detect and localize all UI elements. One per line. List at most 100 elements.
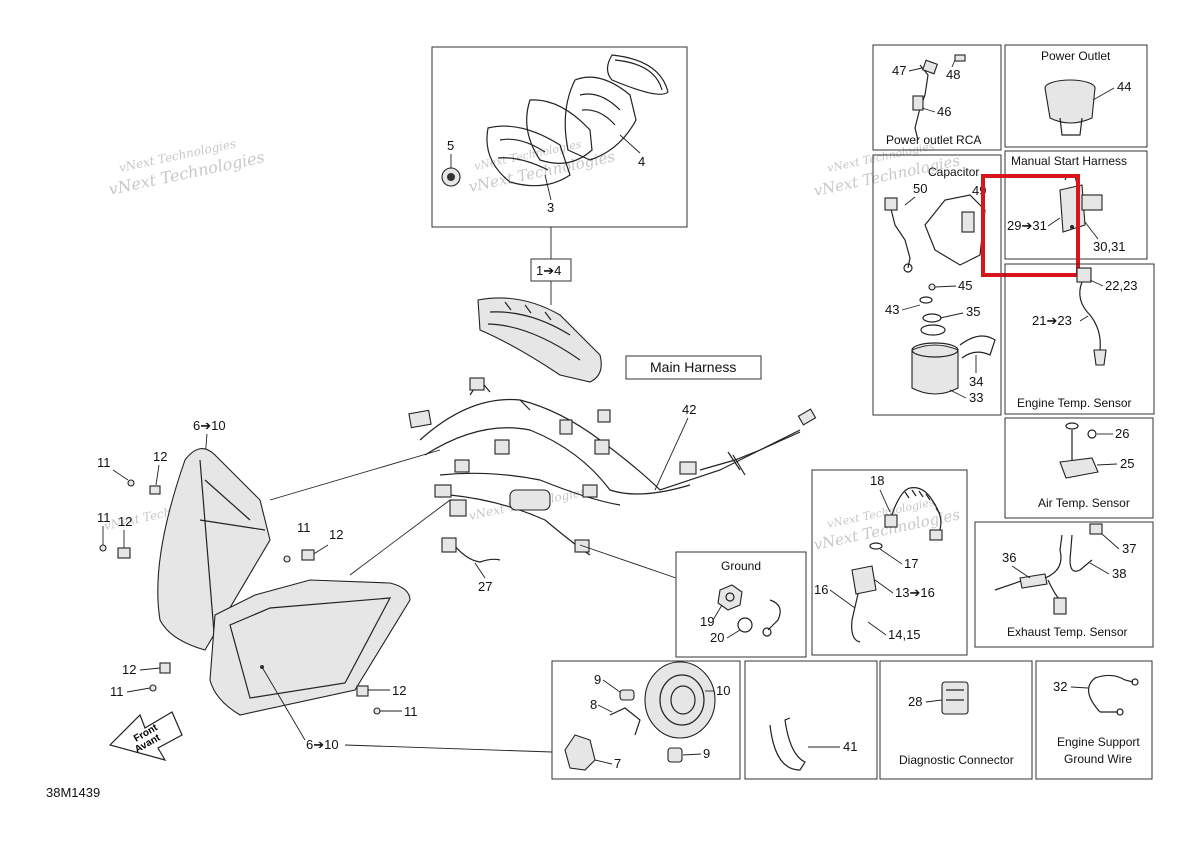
callout-16: 16 <box>814 582 828 597</box>
callout-7: 7 <box>614 756 621 771</box>
instrument-cluster-assembly <box>477 297 602 383</box>
engine-temp-sensor-title: Engine Temp. Sensor <box>1017 396 1132 410</box>
callout-3: 3 <box>547 200 554 215</box>
fairing-part <box>157 448 271 651</box>
callout-35: 35 <box>966 304 980 319</box>
callout-12: 12 <box>118 514 132 529</box>
callout-12: 12 <box>122 662 136 677</box>
callout-10: 10 <box>716 683 730 698</box>
exhaust-temp-sensor-box <box>974 521 1154 648</box>
callout-11: 11 <box>97 510 111 525</box>
manual-start-range: 29➔31 <box>1007 218 1047 233</box>
main-harness-title: Main Harness <box>650 359 736 375</box>
callout-37: 37 <box>1122 541 1136 556</box>
callout-42: 42 <box>682 402 696 417</box>
gauge-kit-box <box>431 46 688 228</box>
callout-12: 12 <box>329 527 343 542</box>
engine-support-ground-box <box>1035 660 1153 780</box>
manual-start-harness-group: Manual Start Harness 29➔31 30,31 <box>981 150 1148 277</box>
callout-46: 46 <box>937 104 951 119</box>
power-outlet-rca-title: Power outlet RCA <box>886 133 981 147</box>
gauge-body-part <box>486 125 571 187</box>
manual-start-harness-title: Manual Start Harness <box>1011 154 1127 168</box>
callout-43: 43 <box>885 302 899 317</box>
main-harness-group: Main Harness 42 27 <box>408 355 817 594</box>
callout-47: 47 <box>892 63 906 78</box>
engine-temp-range: 21➔23 <box>1032 313 1072 328</box>
gauge-kit-group: 5 3 4 1➔4 <box>431 46 688 305</box>
engine-temp-sensor-box <box>1004 263 1155 415</box>
tether-group: 18 17 16 13➔16 14,15 <box>811 469 968 656</box>
capacitor-title: Capacitor <box>928 165 979 179</box>
callout-44: 44 <box>1117 79 1131 94</box>
callout-14-15: 14,15 <box>888 627 921 642</box>
callout-4: 4 <box>638 154 645 169</box>
engine-support-ground-group: 32 Engine Support Ground Wire <box>1035 660 1153 780</box>
ground-group: Ground 19 20 <box>675 551 807 658</box>
gauge-kit-range: 1➔4 <box>536 263 561 278</box>
callout-12: 12 <box>153 449 167 464</box>
callout-36: 36 <box>1002 550 1016 565</box>
clamp-box <box>744 660 878 780</box>
callout-25: 25 <box>1120 456 1134 471</box>
gauge-seal-part <box>606 54 669 95</box>
engine-support-ground-title-2: Ground Wire <box>1064 752 1132 766</box>
callout-41: 41 <box>843 739 857 754</box>
highlight-box <box>981 174 1080 277</box>
capacitor-box <box>872 154 1002 416</box>
tether-range: 13➔16 <box>895 585 935 600</box>
headlight-part <box>209 579 411 716</box>
callout-38: 38 <box>1112 566 1126 581</box>
clamp-group: 41 <box>744 660 878 780</box>
diagnostic-connector-title: Diagnostic Connector <box>899 753 1014 767</box>
callout-30-31: 30,31 <box>1093 239 1126 254</box>
headlight-group: 6➔10 6➔10 11 12 11 12 11 12 12 <box>97 418 553 753</box>
headlight-range-top: 6➔10 <box>193 418 226 433</box>
bulb-kit-group: 9 8 10 7 9 <box>551 660 741 780</box>
callout-50: 50 <box>913 181 927 196</box>
callout-22-23: 22,23 <box>1105 278 1138 293</box>
exhaust-temp-sensor-title: Exhaust Temp. Sensor <box>1007 625 1128 639</box>
power-outlet-group: Power Outlet 44 <box>1004 44 1148 148</box>
air-temp-sensor-group: 26 25 Air Temp. Sensor <box>1004 417 1154 519</box>
callout-11: 11 <box>110 684 124 699</box>
ground-box <box>675 551 807 658</box>
callout-32: 32 <box>1053 679 1067 694</box>
diagnostic-connector-group: 28 Diagnostic Connector <box>879 660 1033 780</box>
callout-12: 12 <box>392 683 406 698</box>
headlight-range-bottom: 6➔10 <box>306 737 339 752</box>
exhaust-temp-sensor-group: 36 37 38 Exhaust Temp. Sensor <box>974 521 1154 648</box>
air-temp-sensor-title: Air Temp. Sensor <box>1038 496 1130 510</box>
callout-9b: 9 <box>703 746 710 761</box>
ground-title: Ground <box>721 559 761 573</box>
bulb-kit-box <box>551 660 741 780</box>
callout-17: 17 <box>904 556 918 571</box>
engine-support-ground-title-1: Engine Support <box>1057 735 1140 749</box>
diagram-id: 38M1439 <box>46 785 100 800</box>
air-temp-sensor-box <box>1004 417 1154 519</box>
callout-9: 9 <box>594 672 601 687</box>
callout-11: 11 <box>404 704 418 719</box>
callout-11: 11 <box>297 520 311 535</box>
front-direction-arrow: Front Avant <box>108 711 183 761</box>
callout-28: 28 <box>908 694 922 709</box>
callout-48: 48 <box>946 67 960 82</box>
power-outlet-rca-group: 47 48 46 Power outlet RCA <box>872 44 1002 151</box>
callout-20: 20 <box>710 630 724 645</box>
power-outlet-title: Power Outlet <box>1041 49 1111 63</box>
callout-18: 18 <box>870 473 884 488</box>
power-outlet-box <box>1004 44 1148 148</box>
diagnostic-connector-box <box>879 660 1033 780</box>
power-outlet-rca-box <box>872 44 1002 151</box>
callout-8: 8 <box>590 697 597 712</box>
callout-27: 27 <box>478 579 492 594</box>
callout-5: 5 <box>447 138 454 153</box>
callout-45: 45 <box>958 278 972 293</box>
tether-box <box>811 469 968 656</box>
gauge-housing-part <box>564 76 637 161</box>
callout-19: 19 <box>700 614 714 629</box>
engine-temp-sensor-group: 22,23 21➔23 Engine Temp. Sensor <box>1004 263 1155 415</box>
callout-33: 33 <box>969 390 983 405</box>
callout-26: 26 <box>1115 426 1129 441</box>
